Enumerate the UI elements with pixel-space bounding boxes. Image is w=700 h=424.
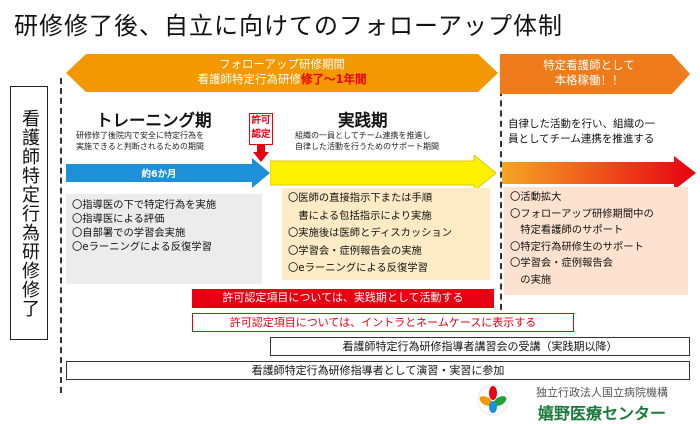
- side-label: 看護師特定行為研修修了: [10, 86, 48, 340]
- list-item: 〇医師の直接指示下または手順: [288, 192, 433, 204]
- fulltime-banner-shape: [500, 54, 690, 94]
- list-item: 〇実施後は医師とディスカッション: [288, 227, 453, 239]
- permission-arrow-icon: [253, 144, 269, 162]
- dashed-divider-start: [60, 78, 62, 393]
- followup-banner-line1: フォローアップ研修期間: [218, 57, 346, 71]
- permission-line2: 認定: [251, 129, 271, 140]
- practice-phase-description: 組織の一員としてチーム連携を推進し 自律した活動を行うためのサポート期間: [295, 131, 439, 152]
- training-duration-arrow: [66, 158, 270, 188]
- fulltime-banner-line1: 特定看護師として: [543, 58, 635, 72]
- list-item: 〇学習会・症例報告会の実施: [288, 244, 422, 257]
- organization-name: 独立行政法人国立病院機構 嬉野医療センター: [512, 384, 692, 424]
- list-item: の実施: [510, 273, 552, 286]
- list-item: 〇学習会・症例報告会: [510, 257, 613, 269]
- list-item: 〇eラーニングによる反復学習: [288, 262, 428, 274]
- red-outline-display-bar: 許可認定項目については、イントラとネームケースに表示する: [192, 313, 574, 332]
- hospital-logo-icon: [477, 384, 509, 416]
- lecture-bar: 看護師特定行為研修指導者講習会の受講（実践期以降）: [270, 337, 690, 356]
- training-desc-line2: 実施できると判断されるための期間: [76, 141, 204, 151]
- dashed-divider-fulltime: [500, 80, 502, 320]
- page-title: 研修修了後、自立に向けてのフォローアップ体制: [14, 12, 564, 40]
- list-item: 〇指導医の下で特定行為を実施: [72, 199, 217, 211]
- permission-line1: 許可: [251, 115, 271, 126]
- list-item: 〇自部署での学習会実施: [72, 227, 186, 239]
- fulltime-banner: 特定看護師として 本格稼働！！: [503, 58, 675, 88]
- practice-items-box: 〇医師の直接指示下または手順 書による包括指示により実施 〇実施後は医師とディス…: [282, 188, 490, 280]
- fulltime-items-box: 〇活動拡大 〇フォローアップ研修期間中の 特定看護師のサポート 〇特定行為研修生…: [504, 187, 688, 295]
- followup-banner-shape: [66, 54, 498, 92]
- followup-banner-highlight: 修了～1年間: [300, 72, 367, 86]
- organization-line1: 独立行政法人国立病院機構: [536, 386, 668, 399]
- training-duration-label: 約6か月: [141, 169, 177, 180]
- fulltime-desc-line2: 員としてチーム連携を推進する: [508, 133, 655, 145]
- fulltime-arrow: [502, 156, 696, 190]
- followup-banner-line2: 看護師特定行為研修修了～1年間: [66, 72, 498, 87]
- followup-banner-prefix: 看護師特定行為研修: [197, 72, 301, 86]
- practice-desc-line2: 自律した活動を行うためのサポート期間: [295, 141, 439, 151]
- followup-banner: フォローアップ研修期間 看護師特定行為研修修了～1年間: [66, 57, 498, 87]
- list-item: 〇フォローアップ研修期間中の: [510, 207, 654, 220]
- list-item: 書による包括指示により実施: [288, 209, 432, 222]
- red-activity-bar: 許可認定項目については、実践期として活動する: [192, 289, 494, 308]
- practice-phase-title: 実践期: [338, 111, 388, 130]
- training-phase-title: トレーニング期: [96, 111, 212, 130]
- organization-line2: 嬉野医療センター: [537, 404, 666, 423]
- permission-certification-box: 許可 認定: [249, 113, 273, 145]
- list-item: 〇活動拡大: [510, 191, 562, 203]
- list-item: 〇eラーニングによる反復学習: [72, 241, 212, 253]
- list-item: 〇特定行為研修生のサポート: [510, 240, 644, 253]
- fulltime-banner-line2: 本格稼働！！: [554, 73, 624, 87]
- instructor-bar: 看護師特定行為研修指導者として演習・実習に参加: [66, 361, 690, 380]
- list-item: 〇指導医による評価: [72, 213, 165, 225]
- list-item: 特定看護師のサポート: [510, 224, 624, 236]
- practice-arrow: [270, 155, 496, 191]
- training-desc-line1: 研修修了後院内で安全に特定行為を: [76, 131, 204, 140]
- training-phase-description: 研修修了後院内で安全に特定行為を 実施できると判断されるための期間: [76, 131, 204, 152]
- training-items-box: 〇指導医の下で特定行為を実施 〇指導医による評価 〇自部署での学習会実施 〇eラ…: [66, 194, 262, 284]
- practice-desc-line1: 組織の一員としてチーム連携を推進し: [295, 131, 431, 140]
- fulltime-desc-line1: 自律した活動を行い、組織の一: [508, 118, 655, 130]
- fulltime-description: 自律した活動を行い、組織の一 員としてチーム連携を推進する: [508, 117, 655, 147]
